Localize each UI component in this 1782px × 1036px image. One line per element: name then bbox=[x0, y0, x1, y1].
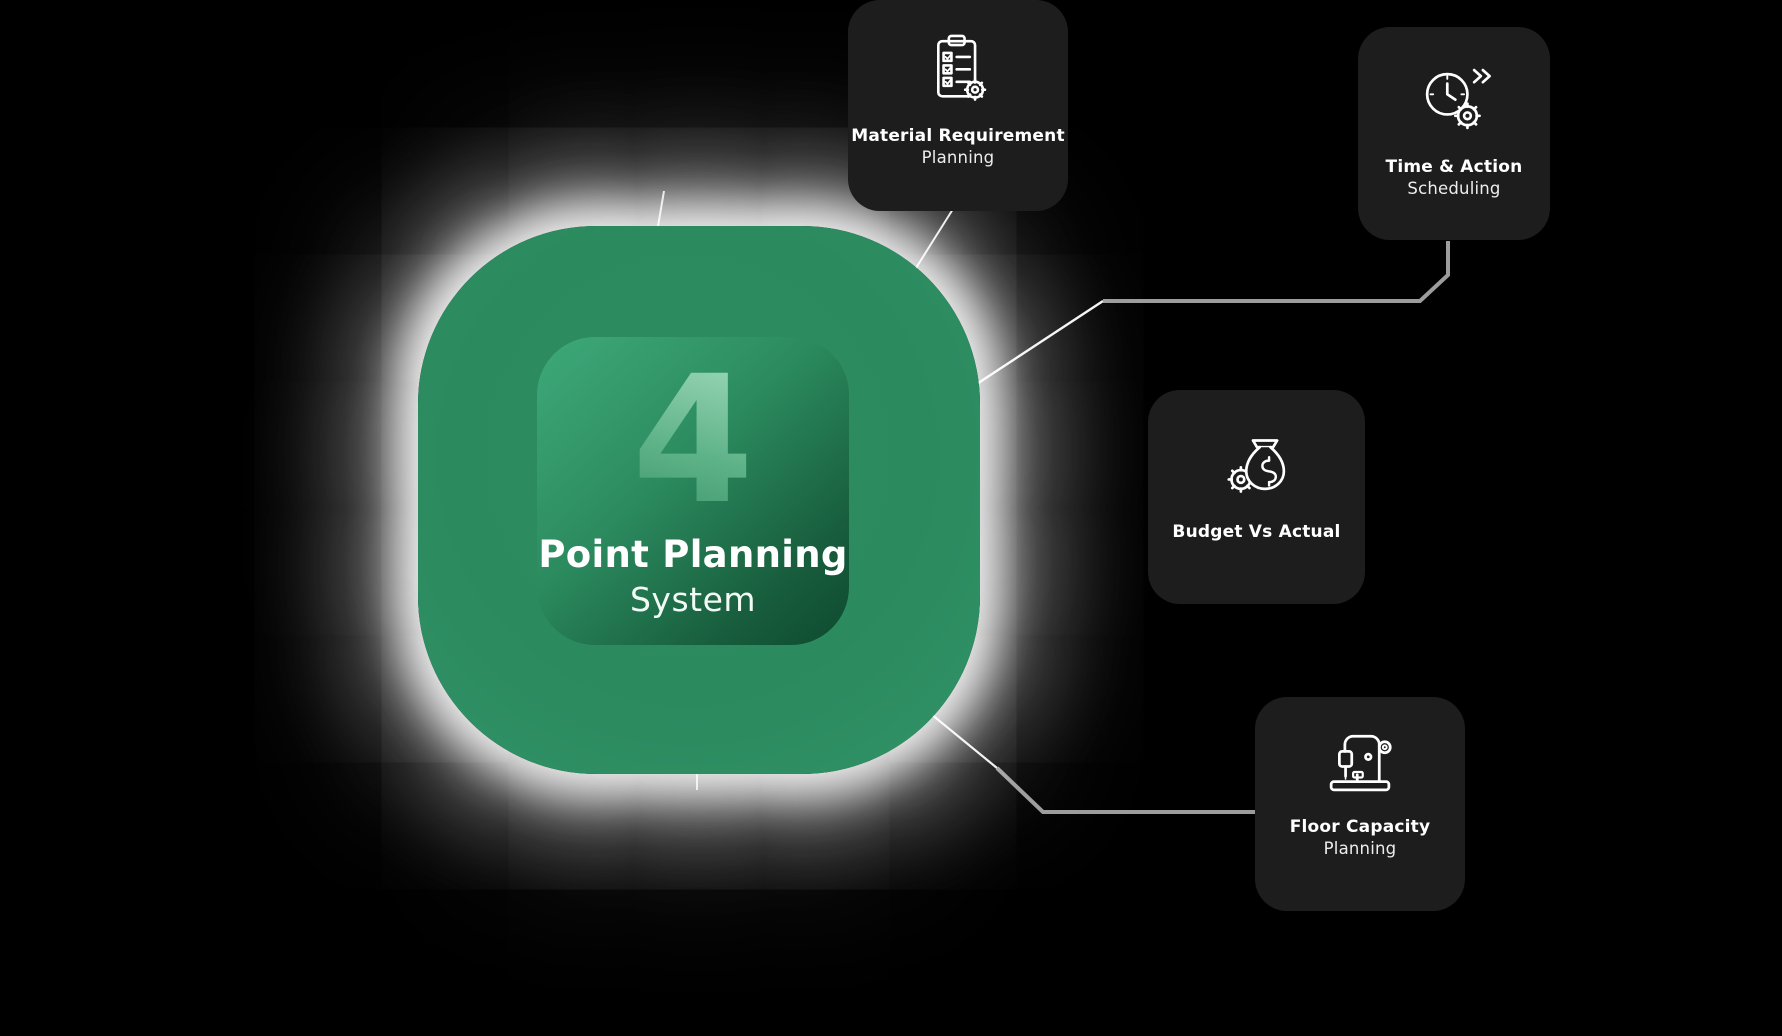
card-title-line1: Material Requirement bbox=[851, 126, 1065, 146]
card-budget-vs-actual: Budget Vs Actual bbox=[1148, 390, 1365, 604]
card-floor-capacity-planning: Floor Capacity Planning bbox=[1255, 697, 1465, 911]
card-title-line2: Scheduling bbox=[1407, 179, 1501, 198]
card-title-line2: Planning bbox=[1323, 839, 1397, 858]
card-label: Time & Action Scheduling bbox=[1386, 157, 1523, 199]
card-label: Material Requirement Planning bbox=[851, 126, 1065, 168]
card-material-requirement-planning: Material Requirement Planning bbox=[848, 0, 1068, 211]
center-subtitle: System bbox=[629, 579, 757, 619]
card-title-line1: Budget Vs Actual bbox=[1172, 522, 1341, 542]
card-title-line1: Floor Capacity bbox=[1289, 817, 1431, 837]
card-title-line1: Time & Action bbox=[1385, 157, 1523, 177]
money-bag-gear-icon bbox=[1213, 422, 1301, 510]
card-label: Floor Capacity Planning bbox=[1290, 817, 1431, 859]
center-number: 4 bbox=[631, 338, 755, 543]
clipboard-checklist-gear-icon bbox=[914, 26, 1002, 114]
center-planning-card: 4 Point Planning System bbox=[537, 337, 849, 645]
card-time-action-scheduling: Time & Action Scheduling bbox=[1358, 27, 1550, 240]
center-title: Point Planning bbox=[538, 532, 848, 576]
card-title-line2: Planning bbox=[921, 148, 995, 167]
clock-gear-fastforward-icon bbox=[1410, 57, 1498, 145]
card-label: Budget Vs Actual bbox=[1172, 522, 1340, 543]
sewing-machine-icon bbox=[1316, 717, 1404, 805]
